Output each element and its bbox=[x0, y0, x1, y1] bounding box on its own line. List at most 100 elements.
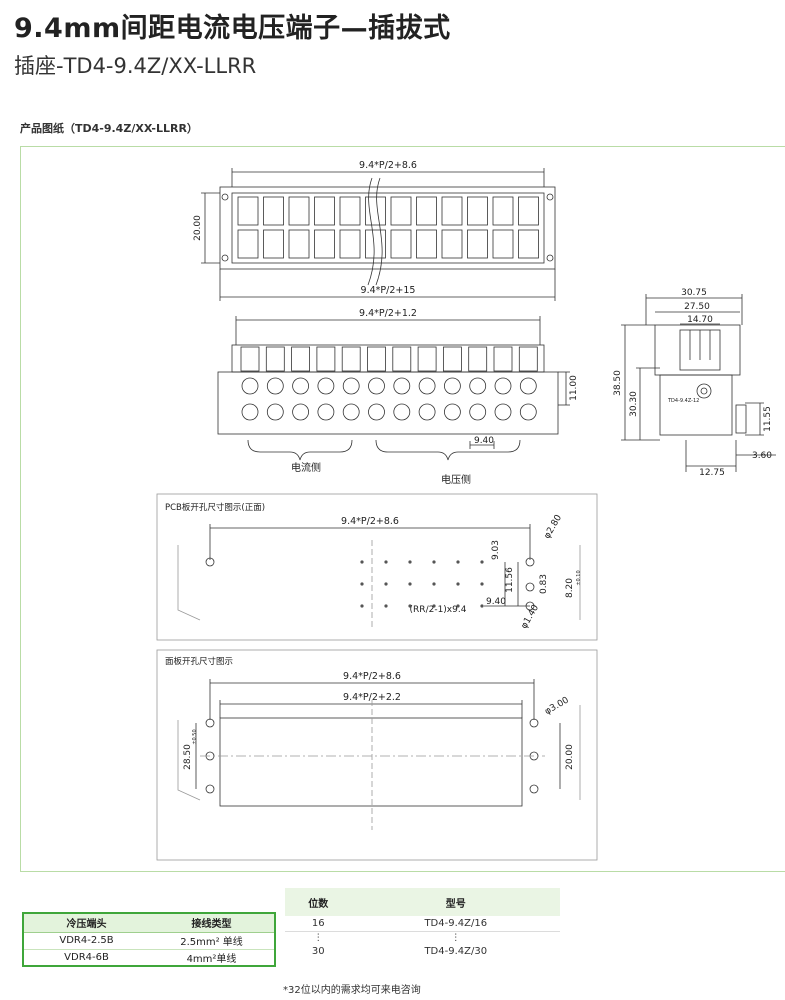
terminal-cell bbox=[467, 196, 488, 226]
side-dim-1470: 14.70 bbox=[687, 315, 713, 325]
table-cell: TD4-9.4Z/30 bbox=[424, 946, 488, 957]
pcb-dim-280: φ2.80 bbox=[542, 513, 564, 541]
footnote: *32位以内的需求均可来电咨询 bbox=[283, 985, 421, 996]
pcb-dim-940: 9.40 bbox=[486, 597, 506, 607]
terminal-cell bbox=[237, 229, 259, 259]
front-dim-pitch: 9.40 bbox=[474, 436, 494, 446]
terminal-cell bbox=[288, 229, 310, 259]
pcb-hole-dot bbox=[432, 560, 436, 564]
side-dim-2750: 27.50 bbox=[684, 302, 710, 312]
screw-icon bbox=[342, 377, 360, 395]
terminal-top bbox=[341, 346, 361, 372]
screw-icon bbox=[494, 377, 512, 395]
top-dim-bottom: 9.4*P/2+15 bbox=[361, 285, 416, 296]
table-row: ⋮ ⋮ bbox=[285, 931, 560, 944]
pcb-dim-1156: 11.56 bbox=[505, 567, 515, 593]
pcb-dim-rr: (RR/2-1)x9.4 bbox=[410, 605, 467, 615]
terminal-cell bbox=[365, 196, 386, 226]
screw-icon bbox=[443, 377, 461, 395]
screw-icon bbox=[368, 377, 385, 395]
screw-icon bbox=[241, 377, 259, 395]
panel-cutout-view bbox=[156, 649, 598, 861]
table-cell: ⋮ bbox=[451, 932, 461, 943]
screw-icon bbox=[469, 377, 487, 395]
screw-icon bbox=[342, 403, 360, 421]
terminal-cell bbox=[339, 229, 361, 259]
table-right-header: 位数 bbox=[285, 888, 352, 916]
crimp-terminal-table: 冷压端头 接线类型 VDR4-2.5B 2.5mm² 单线 VDR4-6B 4m… bbox=[22, 912, 276, 967]
pcb-hole-dot bbox=[360, 604, 364, 608]
table-left-header: 冷压端头 bbox=[23, 913, 149, 933]
panel-dim-top: 9.4*P/2+8.6 bbox=[343, 671, 401, 682]
terminal-cell bbox=[441, 196, 463, 226]
table-row: VDR4-2.5B 2.5mm² 单线 bbox=[23, 931, 275, 949]
terminal-cell bbox=[390, 196, 412, 226]
screw-icon bbox=[241, 403, 259, 421]
pcb-hole-dot bbox=[432, 604, 436, 608]
pcb-hole-dot bbox=[456, 582, 460, 586]
terminal-top bbox=[468, 346, 488, 372]
terminal-cell bbox=[314, 196, 335, 226]
voltage-side-label: 电压侧 bbox=[441, 473, 471, 486]
table-row: 16 TD4-9.4Z/16 bbox=[285, 916, 560, 932]
screw-icon bbox=[519, 403, 537, 421]
pcb-dim-820-tol: ±0.10 bbox=[576, 570, 582, 585]
model-number-table: 位数 型号 16 TD4-9.4Z/16 ⋮ ⋮ 30 TD4-9.4Z/30 bbox=[285, 888, 560, 959]
top-view bbox=[201, 168, 556, 301]
side-dim-3075: 30.75 bbox=[681, 288, 707, 298]
terminal-cell bbox=[263, 196, 284, 226]
panel-dim-2000: 20.00 bbox=[565, 744, 575, 770]
table-right-header: 型号 bbox=[351, 888, 560, 916]
table-left-header: 接线类型 bbox=[149, 913, 275, 933]
pcb-hole-dot bbox=[432, 582, 436, 586]
terminal-cell bbox=[518, 196, 539, 226]
side-dim-3850: 38.50 bbox=[613, 370, 623, 396]
pcb-dim-903: 9.03 bbox=[491, 540, 501, 560]
pcb-dim-140: φ1.40 bbox=[519, 603, 541, 631]
screw-icon bbox=[443, 403, 461, 421]
table-cell: 4mm²单线 bbox=[149, 948, 275, 966]
top-dim-height: 20.00 bbox=[193, 215, 203, 241]
panel-dim-2850: 28.50 bbox=[183, 744, 193, 770]
pcb-hole-dot bbox=[384, 604, 388, 608]
panel-dim-2850-tol: ±0.50 bbox=[192, 729, 198, 744]
table-cell: 16 bbox=[285, 916, 352, 932]
pcb-hole-dot bbox=[456, 560, 460, 564]
pcb-hole-dot bbox=[408, 604, 412, 608]
terminal-cell bbox=[390, 229, 412, 259]
terminal-cell bbox=[492, 229, 514, 259]
terminal-cell bbox=[339, 196, 361, 226]
front-dim-right: 11.00 bbox=[569, 375, 579, 401]
terminal-cell bbox=[492, 196, 514, 226]
side-view bbox=[621, 294, 776, 472]
table-row: 30 TD4-9.4Z/30 bbox=[285, 944, 560, 959]
terminal-cell bbox=[365, 229, 386, 259]
terminal-cell bbox=[314, 229, 335, 259]
screw-icon bbox=[393, 403, 411, 421]
screw-icon bbox=[418, 403, 436, 421]
table-row: VDR4-6B 4mm²单线 bbox=[23, 948, 275, 966]
terminal-cell bbox=[263, 229, 284, 259]
side-dim-1155: 11.55 bbox=[763, 406, 773, 432]
terminal-cell bbox=[518, 229, 539, 259]
pcb-hole-dot bbox=[480, 582, 484, 586]
table-cell: ⋮ bbox=[313, 932, 323, 943]
terminal-top bbox=[442, 346, 462, 372]
side-dim-3030: 30.30 bbox=[629, 391, 639, 417]
product-subtitle: 插座-TD4-9.4Z/XX-LLRR bbox=[14, 54, 257, 78]
table-cell: 30 bbox=[311, 946, 325, 957]
terminal-cell bbox=[288, 196, 310, 226]
pcb-hole-dot bbox=[480, 560, 484, 564]
panel-title: 面板开孔尺寸图示 bbox=[165, 656, 233, 667]
terminal-cell bbox=[416, 229, 437, 259]
table-cell: VDR4-2.5B bbox=[23, 931, 149, 949]
current-side-label: 电流侧 bbox=[291, 461, 321, 474]
terminal-top bbox=[265, 346, 285, 372]
pcb-hole-dot bbox=[384, 560, 388, 564]
page-title: 9.4mm间距电流电压端子—插拔式 bbox=[14, 13, 451, 44]
screw-icon bbox=[368, 403, 385, 421]
screw-icon bbox=[317, 403, 335, 421]
screw-icon bbox=[292, 403, 310, 421]
terminal-cell bbox=[441, 229, 463, 259]
